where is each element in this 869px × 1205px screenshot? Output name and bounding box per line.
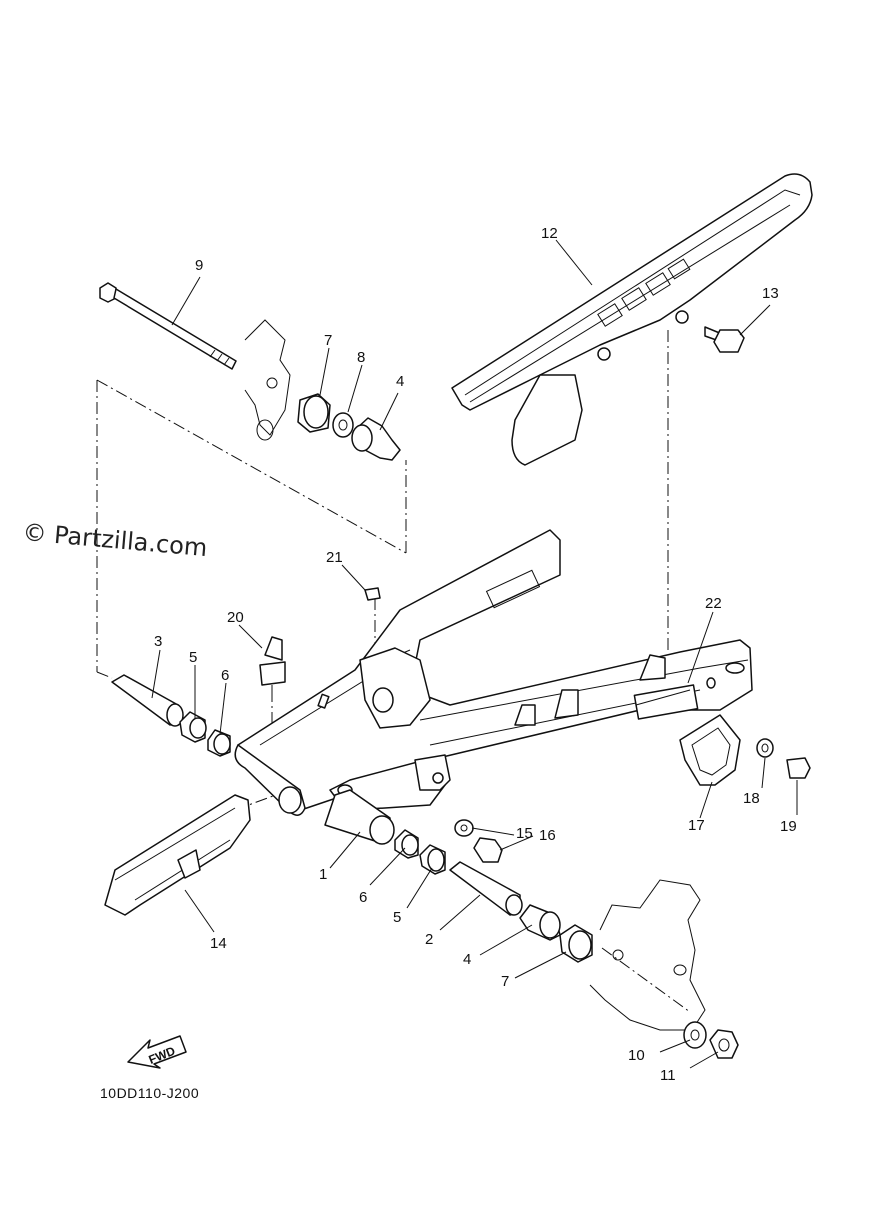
callout-11: 11 [660,1067,676,1084]
callout-4-upper: 4 [396,373,404,390]
callout-15: 15 [516,825,533,842]
washer-10 [683,1021,707,1049]
cap-16 [473,837,503,863]
callout-6-lower: 6 [359,889,367,906]
collar-7-lower [559,924,593,963]
callout-7-upper: 7 [324,332,332,349]
bolt-13 [704,326,745,353]
callout-22: 22 [705,595,722,612]
bush-4-lower [519,904,561,941]
diagram-code: 10DD110-J200 [100,1085,199,1101]
leader-lines [151,239,798,1069]
collar-2 [449,861,523,916]
pivot-shaft [99,282,237,370]
callout-14: 14 [210,935,227,952]
label-21 [364,587,381,601]
callout-16: 16 [539,827,556,844]
callout-5-left: 5 [189,649,197,666]
bush-5-lower [419,844,446,875]
grease-nipple [259,636,286,692]
callout-21: 21 [326,549,343,566]
label-22 [635,689,691,706]
callout-1: 1 [319,866,327,883]
callout-8: 8 [357,349,365,366]
callout-7-lower: 7 [501,973,509,990]
callout-4-lower: 4 [463,951,471,968]
rear-arm [234,529,753,816]
collar-3 [111,674,184,727]
callout-2: 2 [425,931,433,948]
chain-slider [104,794,251,916]
callout-17: 17 [688,817,705,834]
callout-6-left: 6 [221,667,229,684]
collar-1 [324,789,395,845]
callout-19: 19 [780,818,797,835]
nut-18 [756,738,774,758]
oil-seal-6-lower [394,829,419,859]
chain-puller [679,714,741,786]
callout-9: 9 [195,257,203,274]
frame-mount-upper [244,319,291,441]
callout-18: 18 [743,790,760,807]
watermark-text: © Partzilla.com [21,518,208,562]
bolt-19 [786,757,811,779]
collar-7-upper [297,393,331,433]
fwd-arrow: FWD [127,1035,187,1069]
callout-12: 12 [541,225,558,242]
callout-10: 10 [628,1047,645,1064]
washer-8 [332,412,354,438]
bush-5-left [179,711,207,743]
callout-13: 13 [762,285,779,302]
oil-seal-6-left [207,729,231,757]
washer-15 [454,819,474,837]
nut-11 [709,1029,739,1059]
frame-mount-lower [589,879,706,1031]
callout-20: 20 [227,609,244,626]
callout-3: 3 [154,633,162,650]
callout-5-lower: 5 [393,909,401,926]
chain-guard [451,173,813,466]
bush-4-upper [351,417,401,461]
